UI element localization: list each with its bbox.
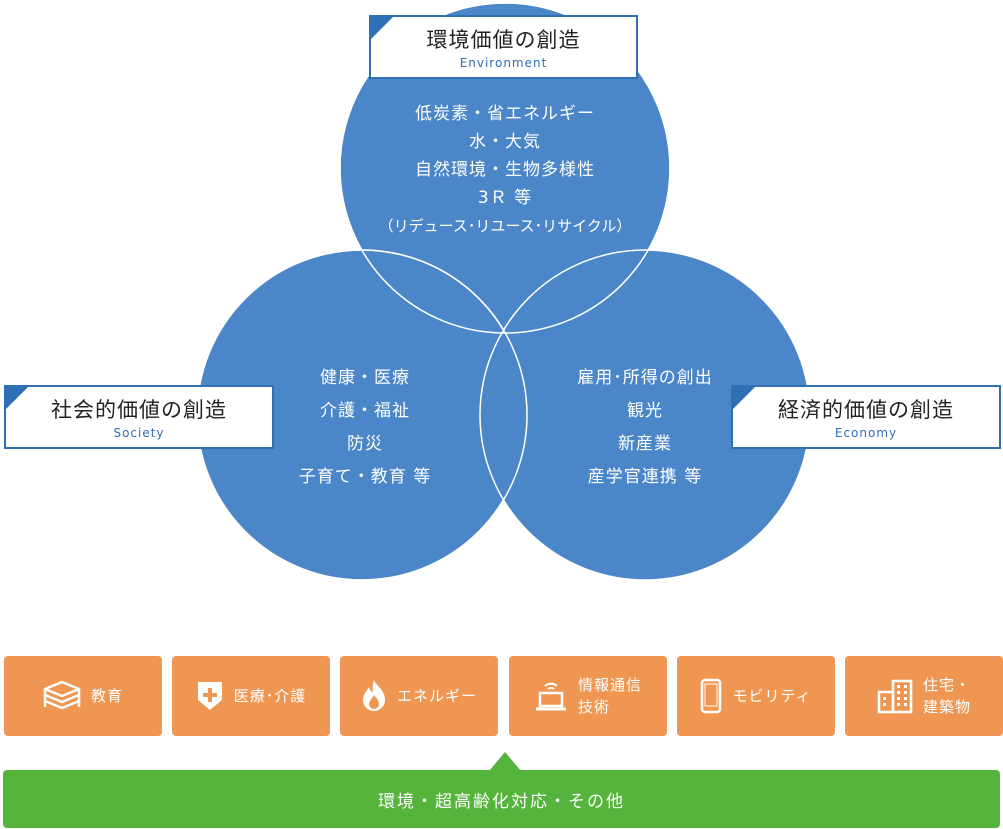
society-item: 防災 <box>347 434 383 454</box>
environment-label: 環境価値の創造 Environment <box>369 15 638 79</box>
society-item: 介護・福祉 <box>320 401 410 421</box>
category-label: 医療･介護 <box>233 687 307 705</box>
category-label: エネルギー <box>396 687 477 705</box>
venn-diagram <box>196 2 811 581</box>
bar-arrow <box>489 752 521 771</box>
society-subtitle: Society <box>113 426 165 440</box>
laptop-wifi-icon <box>534 680 568 712</box>
category-label: 教育 <box>90 687 123 705</box>
economy-item: 雇用･所得の創出 <box>577 368 713 388</box>
economy-items: 雇用･所得の創出 観光 新産業 産学官連携 等 <box>545 362 745 494</box>
economy-item: 観光 <box>627 401 663 421</box>
environment-title: 環境価値の創造 <box>426 28 581 52</box>
category-label: 情報通信 技術 <box>577 676 642 716</box>
economy-item: 産学官連携 等 <box>587 467 703 487</box>
flame-icon <box>361 679 387 713</box>
society-items: 健康・医療 介護・福祉 防災 子育て・教育 等 <box>265 362 465 494</box>
footer-label: 環境・超高齢化対応・その他 <box>378 791 625 812</box>
category-energy: エネルギー <box>340 656 498 736</box>
economy-title: 経済的価値の創造 <box>778 398 954 422</box>
economy-item: 新産業 <box>618 434 672 454</box>
footer-bar: 環境・超高齢化対応・その他 <box>3 770 1000 828</box>
building-icon <box>877 678 913 714</box>
smartphone-icon <box>700 678 722 714</box>
medical-cross-icon <box>196 680 224 712</box>
category-medical-care: 医療･介護 <box>172 656 330 736</box>
society-title: 社会的価値の創造 <box>51 398 227 422</box>
economy-label: 経済的価値の創造 Economy <box>731 385 1001 449</box>
category-ict: 情報通信 技術 <box>509 656 667 736</box>
environment-item: （リデュース･リユース･リサイクル） <box>378 217 632 235</box>
corner-triangle <box>6 387 28 409</box>
society-item: 健康・医療 <box>320 368 410 388</box>
category-mobility: モビリティ <box>677 656 835 736</box>
environment-item: 水・大気 <box>469 132 541 152</box>
category-label: 住宅・ 建築物 <box>922 676 971 716</box>
environment-items: 低炭素・省エネルギー 水・大気 自然環境・生物多様性 3Ｒ 等 （リデュース･リ… <box>330 100 680 240</box>
corner-triangle <box>371 17 393 39</box>
environment-subtitle: Environment <box>459 56 548 70</box>
category-education: 教育 <box>4 656 162 736</box>
economy-subtitle: Economy <box>834 426 898 440</box>
society-item: 子育て・教育 等 <box>298 467 432 487</box>
environment-item: 自然環境・生物多様性 <box>415 160 595 180</box>
books-icon <box>43 680 81 712</box>
environment-item: 低炭素・省エネルギー <box>415 104 595 124</box>
corner-triangle <box>733 387 755 409</box>
environment-item: 3Ｒ 等 <box>477 188 533 208</box>
category-label: モビリティ <box>732 687 812 705</box>
category-housing-buildings: 住宅・ 建築物 <box>845 656 1003 736</box>
society-label: 社会的価値の創造 Society <box>4 385 274 449</box>
